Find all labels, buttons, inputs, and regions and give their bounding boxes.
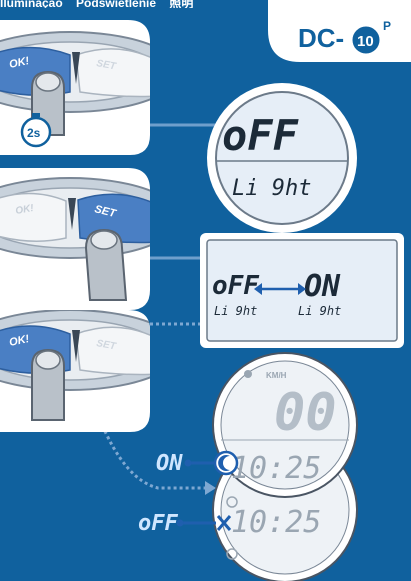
- toggle-display: oFF Li 9ht ON Li 9ht: [200, 233, 404, 348]
- set-button-label-2: SET: [93, 203, 118, 220]
- logo-suffix: P: [383, 19, 391, 33]
- panel-step3: OK! SET: [0, 310, 150, 432]
- speed-unit: KM/H: [266, 371, 287, 380]
- toggle-light-text-left: Li 9ht: [214, 304, 257, 318]
- logo-badge-number: 10: [357, 33, 374, 50]
- ok-button-label-3: OK!: [8, 333, 31, 349]
- logo-text: DC-: [298, 23, 344, 53]
- ok-button-label: OK!: [8, 55, 31, 71]
- logo-badge: [351, 25, 381, 55]
- moon-icon: [218, 455, 230, 471]
- stopwatch-icon: [20, 116, 52, 148]
- header-lang-2: Podświetlenie: [76, 0, 157, 8]
- header-strip: Iluminação Podświetlenie 照明: [0, 0, 290, 8]
- arrow-head: [205, 481, 216, 495]
- toggle-off-text: oFF: [212, 271, 260, 301]
- ok-button-label-2: OK!: [15, 203, 36, 217]
- panel-step1: OK! SET 2s: [0, 20, 150, 155]
- display-off-light: oFF Li 9ht: [207, 83, 357, 233]
- header-lang-1: Iluminação: [0, 0, 63, 8]
- speed-readout: 00: [274, 383, 337, 443]
- time-on-text: 10:25: [231, 451, 321, 486]
- time-off-text: 10:25: [231, 505, 321, 540]
- display-light-text: Li 9ht: [232, 176, 311, 201]
- bike-computer-on: KM/H 00 10:25: [212, 352, 358, 508]
- light-on-indicator: ON: [156, 450, 239, 476]
- hold-duration: 2s: [27, 126, 41, 140]
- settings-dot-icon: [244, 370, 252, 378]
- set-button-label-3: SET: [95, 338, 117, 352]
- label-off: oFF: [138, 511, 178, 536]
- toggle-light-text-right: Li 9ht: [298, 304, 341, 318]
- panel-step2: OK! SET: [0, 168, 150, 310]
- header-lang-3: 照明: [169, 0, 194, 8]
- connector-dotted-to-computer: [98, 419, 205, 490]
- set-button-label: SET: [95, 58, 117, 72]
- toggle-on-text: ON: [304, 269, 341, 304]
- light-off-indicator: oFF: [138, 511, 232, 536]
- display-off-text: oFF: [222, 111, 299, 160]
- label-on: ON: [156, 451, 183, 476]
